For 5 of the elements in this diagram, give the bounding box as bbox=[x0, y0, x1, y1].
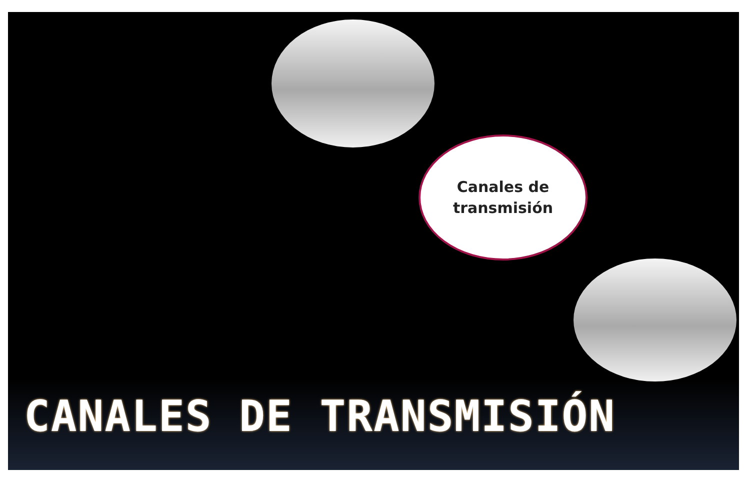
empty-ellipse bbox=[572, 257, 738, 383]
empty-ellipse bbox=[270, 18, 436, 149]
slide-title: CANALES DE TRANSMISIÓN bbox=[24, 392, 616, 442]
ellipse-label: Canales de transmisión bbox=[452, 177, 554, 218]
topic-ellipse bbox=[418, 134, 588, 261]
